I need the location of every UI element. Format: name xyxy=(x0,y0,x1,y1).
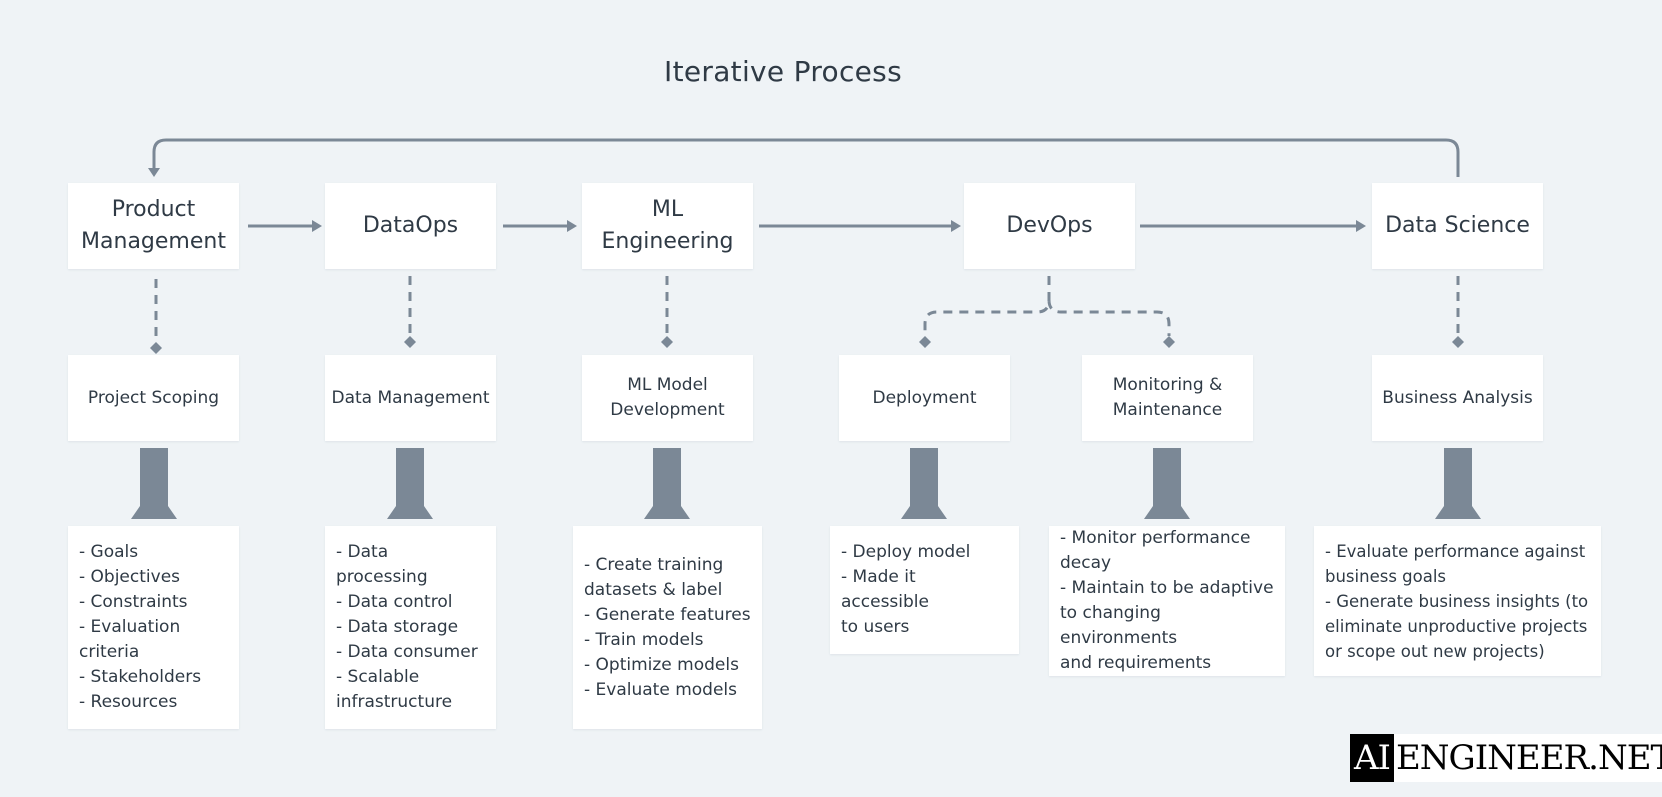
detail-line: to users xyxy=(841,617,910,637)
detail-line: - Constraints xyxy=(79,592,188,612)
detail-line: infrastructure xyxy=(336,692,453,712)
detail-line: - Monitor performance xyxy=(1060,528,1251,548)
role-label-line1: Product xyxy=(111,197,196,222)
detail-line: - Generate business insights (to xyxy=(1325,591,1589,611)
role-devops: DevOps xyxy=(964,183,1135,269)
detail-box-business-analysis: - Evaluate performance against business … xyxy=(1314,526,1601,676)
detail-line: - Objectives xyxy=(79,567,181,587)
diamond-marker xyxy=(661,336,673,348)
diamond-marker xyxy=(1452,336,1464,348)
arrowhead xyxy=(951,220,961,232)
diamond-marker xyxy=(404,336,416,348)
detail-box-deployment: - Deploy model - Made it accessible to u… xyxy=(830,526,1019,654)
pedestal-connector xyxy=(131,448,177,519)
detail-line: - Evaluation xyxy=(79,617,181,637)
detail-line: - Resources xyxy=(79,692,178,712)
phase-label-line2: Maintenance xyxy=(1112,400,1223,420)
dashed-arrow-devops-split xyxy=(923,276,1171,336)
detail-line: business goals xyxy=(1325,566,1447,586)
diamond-marker xyxy=(150,342,162,354)
phase-label-line1: Business Analysis xyxy=(1382,387,1533,408)
feedback-loop-arrow xyxy=(152,138,1460,177)
detail-line: - Optimize models xyxy=(584,654,739,675)
detail-line: decay xyxy=(1060,553,1112,573)
phase-label-line1: Project Scoping xyxy=(87,387,220,408)
arrowhead xyxy=(1356,220,1366,232)
arrowhead xyxy=(567,220,577,232)
detail-line: - Maintain to be adaptive xyxy=(1060,578,1274,598)
detail-line: and requirements xyxy=(1060,653,1212,673)
detail-line: or scope out new projects) xyxy=(1325,641,1545,661)
detail-line: - Data processing xyxy=(336,542,428,587)
role-label-line1: Data Science xyxy=(1385,213,1530,238)
detail-line: - Evaluate performance against xyxy=(1325,541,1586,561)
detail-line: - Made it accessible xyxy=(841,567,929,612)
detail-line: - Data control xyxy=(336,592,453,612)
phase-monitoring-maintenance: Monitoring & Maintenance xyxy=(1082,355,1253,441)
diagram-title: Iterative Process xyxy=(664,55,902,88)
detail-box-ml-model-development: - Create training datasets & label - Gen… xyxy=(573,526,762,729)
pedestal-connector xyxy=(644,448,690,519)
detail-line: - Data storage xyxy=(336,617,459,637)
detail-line: - Data consumer xyxy=(336,642,478,662)
detail-line: - Scalable xyxy=(336,667,420,687)
detail-line: to changing environments xyxy=(1060,603,1178,648)
phase-data-management: Data Management xyxy=(325,355,496,441)
role-label-line2: Engineering xyxy=(601,229,734,254)
detail-line: - Evaluate models xyxy=(584,679,737,700)
pedestal-connector xyxy=(1435,448,1481,519)
pedestal-connector xyxy=(387,448,433,519)
arrowhead xyxy=(312,220,322,232)
aiengineer-logo: AI ENGINEER.NET xyxy=(1350,734,1662,782)
detail-line: eliminate unproductive projects xyxy=(1325,616,1588,636)
phase-label-line2: Development xyxy=(610,400,725,420)
role-data-science: Data Science xyxy=(1372,183,1543,269)
logo-wordmark: ENGINEER.NET xyxy=(1393,734,1662,782)
detail-line: - Train models xyxy=(584,629,704,650)
phase-deployment: Deployment xyxy=(839,355,1010,441)
detail-line: - Deploy model xyxy=(841,542,971,562)
phase-label-line1: Monitoring & xyxy=(1112,375,1223,395)
detail-box-monitoring-maintenance: - Monitor performance decay - Maintain t… xyxy=(1049,526,1285,676)
role-dataops: DataOps xyxy=(325,183,496,269)
detail-box-data-management: - Data processing - Data control - Data … xyxy=(325,526,496,729)
detail-line: datasets & label xyxy=(584,579,723,600)
role-label-line1: ML xyxy=(651,197,684,222)
role-label-line1: DevOps xyxy=(1006,213,1093,238)
detail-box-project-scoping: - Goals - Objectives - Constraints - Eva… xyxy=(68,526,239,729)
role-ml-engineering: ML Engineering xyxy=(582,183,753,269)
detail-line: - Stakeholders xyxy=(79,667,202,687)
logo-ai-mark: AI xyxy=(1350,734,1394,782)
phase-label-line1: Data Management xyxy=(331,387,490,408)
phase-business-analysis: Business Analysis xyxy=(1372,355,1543,441)
role-label-line2: Management xyxy=(81,229,226,254)
phase-label-line1: ML Model xyxy=(627,375,708,395)
pedestal-connector xyxy=(901,448,947,519)
detail-line: criteria xyxy=(79,642,140,662)
phase-label-line1: Deployment xyxy=(872,387,977,408)
detail-line: - Goals xyxy=(79,542,139,562)
diamond-marker xyxy=(919,336,931,348)
phase-project-scoping: Project Scoping xyxy=(68,355,239,441)
arrowhead xyxy=(148,168,160,177)
diamond-marker xyxy=(1163,336,1175,348)
detail-line: - Generate features xyxy=(584,604,751,625)
role-label-line1: DataOps xyxy=(362,213,459,238)
pedestal-connector xyxy=(1144,448,1190,519)
detail-line: - Create training xyxy=(584,554,724,575)
